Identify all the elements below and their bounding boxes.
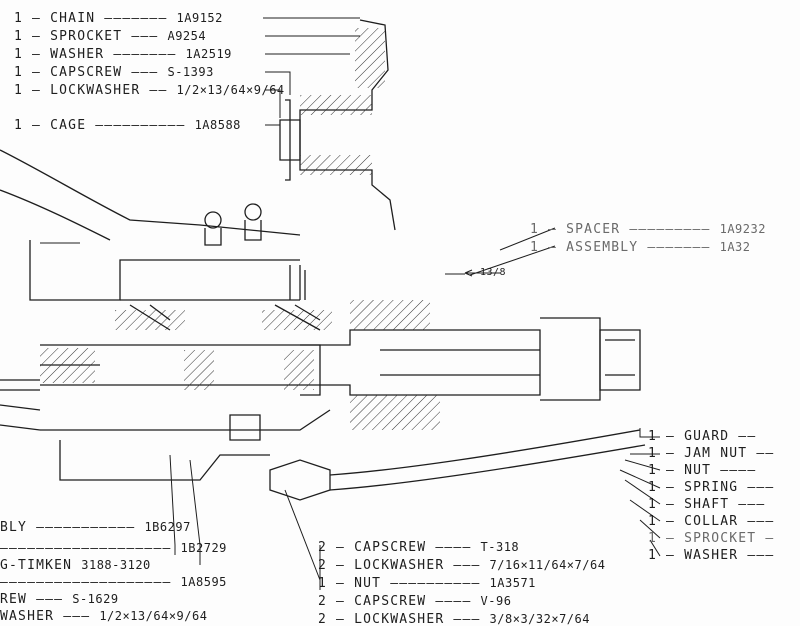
callout-collar: 1 — COLLAR ——— — [648, 514, 775, 529]
callout-cage: 1 — CAGE —————————— 1A8588 — [14, 118, 241, 133]
callout-guard: 1 — GUARD —— — [648, 429, 757, 444]
callout-spacer: 1 — SPACER ————————— 1A9232 — [530, 222, 766, 237]
spacer-part — [184, 265, 321, 396]
callout-shaft: 1 — SHAFT ——— — [648, 497, 766, 512]
main-shaft — [0, 300, 641, 430]
callout-lockwasher-lower-left: WASHER ——— 1/2×13/64×9/64 — [0, 609, 208, 624]
leaders — [40, 17, 661, 590]
callout-sprocket-lower: 1 — SPROCKET — — [648, 531, 775, 546]
dimension-arrow — [464, 269, 500, 277]
housing-outline — [0, 149, 331, 481]
callout-lockwasher-center-2: 2 — LOCKWASHER ——— 3/8×3/32×7/64 — [318, 612, 590, 626]
callout-capscrew: 1 — CAPSCREW ——— S-1393 — [14, 65, 214, 80]
callout-capscrew-lower-left: REW ——— S-1629 — [0, 592, 119, 607]
dimension-label: 13/8 — [480, 267, 507, 278]
callout-spring: 1 — SPRING ——— — [648, 480, 775, 495]
callout-chain: 1 — CHAIN ——————— 1A9152 — [14, 11, 223, 26]
callout-nut: 1 — NUT ———— — [648, 463, 757, 478]
sprocket-hub — [279, 19, 396, 231]
callout-nut-center: 1 — NUT —————————— 1A3571 — [318, 576, 536, 591]
callout-assembly-lower: BLY ——————————— 1B6297 — [0, 520, 191, 535]
callout-assembly: 1 — ASSEMBLY ——————— 1A32 — [530, 240, 751, 255]
bearings — [115, 203, 332, 331]
callout-washer: 1 — WASHER ——————— 1A2519 — [14, 47, 232, 62]
callout-lockwasher: 1 — LOCKWASHER —— 1/2×13/64×9/64 — [14, 83, 285, 98]
callout-capscrew-center-2: 2 — CAPSCREW ———— V-96 — [318, 594, 512, 609]
guard-arm — [229, 414, 646, 501]
callout-lockwasher-center: 2 — LOCKWASHER ——— 7/16×11/64×7/64 — [318, 558, 606, 573]
callout-washer-lower: 1 — WASHER ——— — [648, 548, 775, 563]
callout-timken: G-TIMKEN 3188-3120 — [0, 558, 151, 573]
callout-part-1b2729: ——————————————————— 1B2729 — [0, 541, 227, 556]
callout-part-1a8595: ——————————————————— 1A8595 — [0, 575, 227, 590]
callout-sprocket: 1 — SPROCKET ——— A9254 — [14, 29, 207, 44]
callout-capscrew-center: 2 — CAPSCREW ———— T-318 — [318, 540, 520, 555]
callout-jam-nut: 1 — JAM NUT —— — [648, 446, 775, 461]
